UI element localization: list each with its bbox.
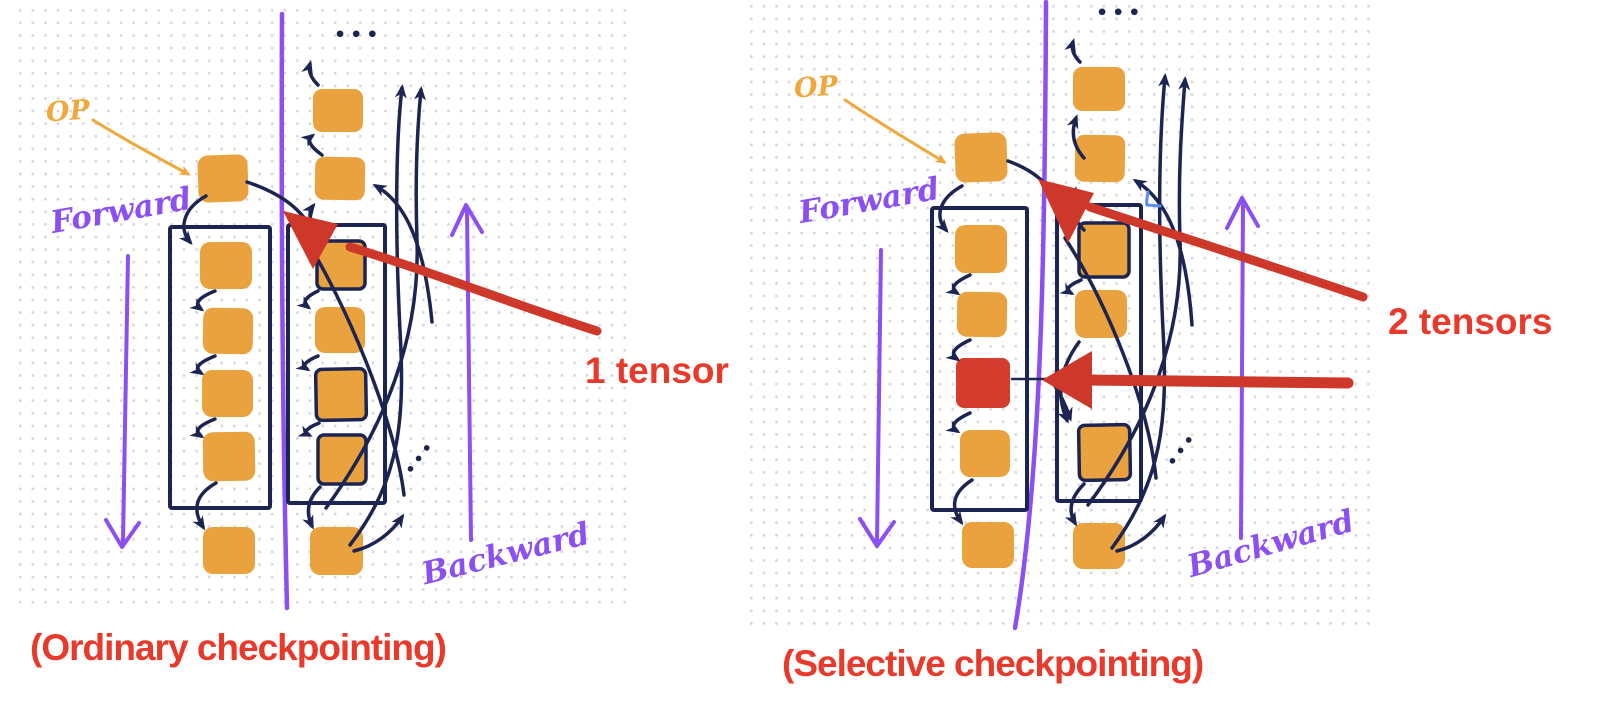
left-flow-arrows <box>178 60 434 553</box>
right-forward-op-squares <box>954 132 1014 568</box>
left-op-pointer-arrow <box>91 118 191 176</box>
right-forward-checkpoint-box <box>930 206 1029 512</box>
left-forward-backward-divider <box>279 11 290 611</box>
right-forward-backward-divider <box>1012 0 1049 631</box>
left-top-ellipsis: ••• <box>334 24 383 46</box>
right-flow-arrows <box>934 38 1194 553</box>
right-saved-tensor-arrow-lower <box>1042 351 1354 409</box>
left-op-label: OP <box>44 94 91 129</box>
right-selected-red-square <box>956 358 1010 408</box>
left-saved-tensor-arrow <box>283 211 602 336</box>
right-op-pointer-arrow <box>843 98 947 164</box>
right-tensor-annotation: 2 tensors <box>1388 301 1553 342</box>
left-backward-arrow <box>450 203 484 542</box>
left-panel-caption: (Ordinary checkpointing) <box>30 627 447 668</box>
right-backward-arrow <box>1225 196 1260 540</box>
right-saved-tensor-arrow-upper <box>1038 179 1368 302</box>
right-blue-tick-mark <box>1145 190 1162 208</box>
right-backward-op-squares <box>1073 67 1133 569</box>
left-forward-checkpoint-box <box>168 225 272 510</box>
right-backward-checkpoint-box <box>1055 203 1143 503</box>
right-top-ellipsis: ••• <box>1096 2 1145 24</box>
left-backward-op-squares <box>310 89 369 575</box>
right-panel-drawing <box>843 0 1368 631</box>
left-panel-drawing <box>91 11 602 611</box>
right-forward-arrow <box>858 248 896 548</box>
left-forward-arrow <box>104 254 141 549</box>
left-tensor-annotation: 1 tensor <box>585 350 729 391</box>
right-panel-caption: (Selective checkpointing) <box>782 643 1204 684</box>
right-op-label: OP <box>792 70 839 105</box>
left-forward-op-squares <box>197 154 256 574</box>
